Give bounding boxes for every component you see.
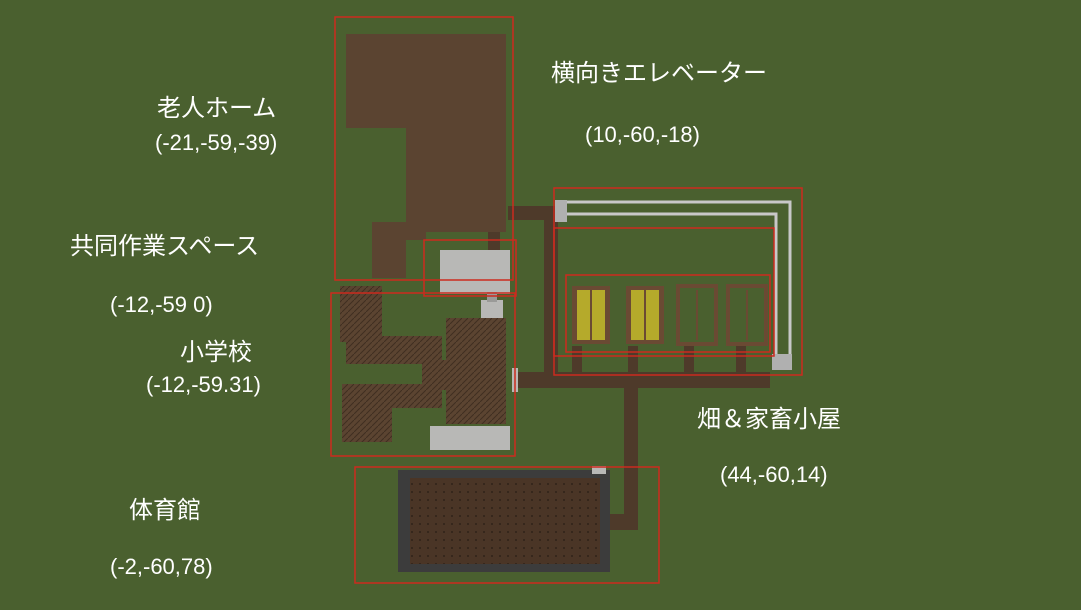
workspace-connector bbox=[487, 292, 497, 302]
school-coords: (-12,-59.31) bbox=[146, 372, 261, 397]
elevator-station-north bbox=[555, 200, 567, 222]
farm-frame bbox=[565, 274, 771, 353]
gym-coords: (-2,-60,78) bbox=[110, 554, 213, 579]
elevator-label: 横向きエレベーター bbox=[551, 59, 767, 87]
gym-building bbox=[398, 466, 610, 572]
school-frame bbox=[330, 292, 516, 457]
farm-outer-frame bbox=[553, 227, 775, 357]
gym-label: 体育館 bbox=[129, 496, 201, 524]
workspace-building bbox=[440, 250, 510, 294]
elevator-rails bbox=[560, 200, 792, 356]
region-frames bbox=[330, 16, 803, 584]
workspace-label: 共同作業スペース bbox=[70, 232, 260, 260]
workspace-annex bbox=[481, 300, 503, 320]
farm-coords: (44,-60,14) bbox=[720, 462, 828, 487]
workspace-frame bbox=[423, 239, 517, 297]
school-label: 小学校 bbox=[180, 338, 252, 366]
nursing-home-coords: (-21,-59,-39) bbox=[155, 130, 278, 155]
elevator-coords: (10,-60,-18) bbox=[585, 122, 700, 147]
nursing-home-label: 老人ホーム bbox=[157, 94, 277, 122]
school-building bbox=[340, 286, 518, 450]
farm-pens bbox=[572, 284, 768, 346]
farm-label: 畑＆家畜小屋 bbox=[697, 405, 841, 433]
gym-frame bbox=[354, 466, 660, 584]
elevator-station-south bbox=[772, 354, 792, 370]
nursing-home-building bbox=[346, 34, 506, 278]
workspace-coords: (-12,-59 0) bbox=[110, 292, 213, 317]
